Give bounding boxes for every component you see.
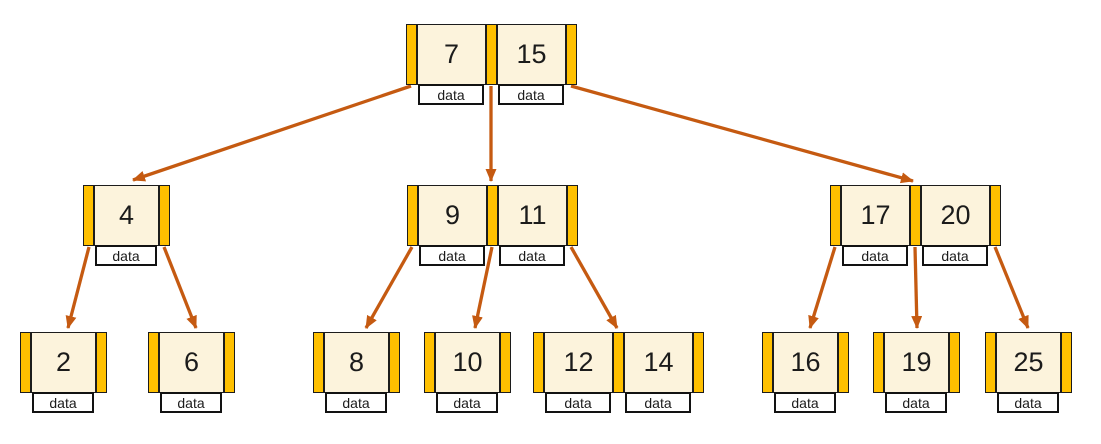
tree-arrow-n9-11-p2-to-n12-14 bbox=[569, 246, 619, 329]
pointer-bar-n16-p1 bbox=[838, 332, 849, 393]
tree-arrow-n4-p0-to-n2 bbox=[65, 246, 91, 329]
tree-arrow-root-p0-to-n4 bbox=[132, 84, 412, 182]
pointer-bar-n16-p0 bbox=[762, 332, 773, 393]
key-row: 25 bbox=[985, 332, 1072, 393]
key-cell-25: 25 bbox=[996, 332, 1061, 393]
pointer-bar-root-p2 bbox=[566, 24, 577, 85]
pointer-bar-n12-14-p1 bbox=[613, 332, 624, 393]
pointer-bar-n2-p0 bbox=[20, 332, 31, 393]
key-row: 8 bbox=[313, 332, 400, 393]
key-row: 2 bbox=[20, 332, 107, 393]
key-cell-17: 17 bbox=[841, 185, 910, 246]
pointer-bar-root-p0 bbox=[406, 24, 417, 85]
key-cell-20: 20 bbox=[921, 185, 990, 246]
pointer-bar-n2-p1 bbox=[96, 332, 107, 393]
data-box-n9-11-9: data bbox=[419, 245, 485, 266]
key-cell-4: 4 bbox=[94, 185, 159, 246]
data-box-n4-4: data bbox=[95, 245, 157, 266]
pointer-bar-n10-p0 bbox=[424, 332, 435, 393]
pointer-bar-n12-14-p2 bbox=[693, 332, 704, 393]
pointer-bar-n8-p1 bbox=[389, 332, 400, 393]
data-box-n6-6: data bbox=[160, 392, 222, 413]
data-box-root-15: data bbox=[498, 84, 564, 105]
data-box-root-7: data bbox=[418, 84, 484, 105]
key-cell-8: 8 bbox=[324, 332, 389, 393]
pointer-bar-n25-p1 bbox=[1061, 332, 1072, 393]
pointer-bar-n6-p0 bbox=[148, 332, 159, 393]
data-box-n12-14-12: data bbox=[545, 392, 611, 413]
data-box-n8-8: data bbox=[325, 392, 387, 413]
key-row: 4 bbox=[83, 185, 170, 246]
pointer-bar-n4-p0 bbox=[83, 185, 94, 246]
key-cell-10: 10 bbox=[435, 332, 500, 393]
pointer-bar-n17-20-p2 bbox=[990, 185, 1001, 246]
pointer-bar-n10-p1 bbox=[500, 332, 511, 393]
key-row: 19 bbox=[873, 332, 960, 393]
pointer-bar-n4-p1 bbox=[159, 185, 170, 246]
key-cell-2: 2 bbox=[31, 332, 96, 393]
tree-arrow-n17-20-p2-to-n25 bbox=[993, 246, 1030, 329]
key-cell-9: 9 bbox=[418, 185, 487, 246]
pointer-bar-root-p1 bbox=[486, 24, 497, 85]
data-box-n16-16: data bbox=[774, 392, 836, 413]
key-row: 16 bbox=[762, 332, 849, 393]
data-box-n12-14-14: data bbox=[625, 392, 691, 413]
pointer-bar-n6-p1 bbox=[224, 332, 235, 393]
tree-arrow-n17-20-p1-to-n19 bbox=[911, 246, 923, 329]
data-box-n25-25: data bbox=[997, 392, 1059, 413]
tree-arrow-n17-20-p0-to-n16 bbox=[808, 246, 837, 329]
key-row: 10 bbox=[424, 332, 511, 393]
pointer-bar-n9-11-p2 bbox=[567, 185, 578, 246]
data-box-n17-20-20: data bbox=[922, 245, 988, 266]
pointer-bar-n19-p1 bbox=[949, 332, 960, 393]
pointer-bar-n9-11-p0 bbox=[407, 185, 418, 246]
pointer-bar-n19-p0 bbox=[873, 332, 884, 393]
data-box-n2-2: data bbox=[32, 392, 94, 413]
pointer-bar-n25-p0 bbox=[985, 332, 996, 393]
tree-arrow-n9-11-p0-to-n8 bbox=[364, 246, 414, 329]
key-cell-19: 19 bbox=[884, 332, 949, 393]
data-box-n9-11-11: data bbox=[499, 245, 565, 266]
key-row: 6 bbox=[148, 332, 235, 393]
key-cell-14: 14 bbox=[624, 332, 693, 393]
key-cell-7: 7 bbox=[417, 24, 486, 85]
key-cell-11: 11 bbox=[498, 185, 567, 246]
pointer-bar-n8-p0 bbox=[313, 332, 324, 393]
tree-arrow-root-p2-to-n17-20 bbox=[570, 84, 914, 184]
key-cell-16: 16 bbox=[773, 332, 838, 393]
tree-arrow-n4-p1-to-n6 bbox=[162, 246, 198, 329]
key-cell-12: 12 bbox=[544, 332, 613, 393]
data-box-n19-19: data bbox=[885, 392, 947, 413]
key-cell-6: 6 bbox=[159, 332, 224, 393]
pointer-bar-n17-20-p0 bbox=[830, 185, 841, 246]
pointer-bar-n12-14-p0 bbox=[533, 332, 544, 393]
data-box-n17-20-17: data bbox=[842, 245, 908, 266]
key-cell-15: 15 bbox=[497, 24, 566, 85]
pointer-bar-n17-20-p1 bbox=[910, 185, 921, 246]
pointer-bar-n9-11-p1 bbox=[487, 185, 498, 246]
data-box-n10-10: data bbox=[436, 392, 498, 413]
